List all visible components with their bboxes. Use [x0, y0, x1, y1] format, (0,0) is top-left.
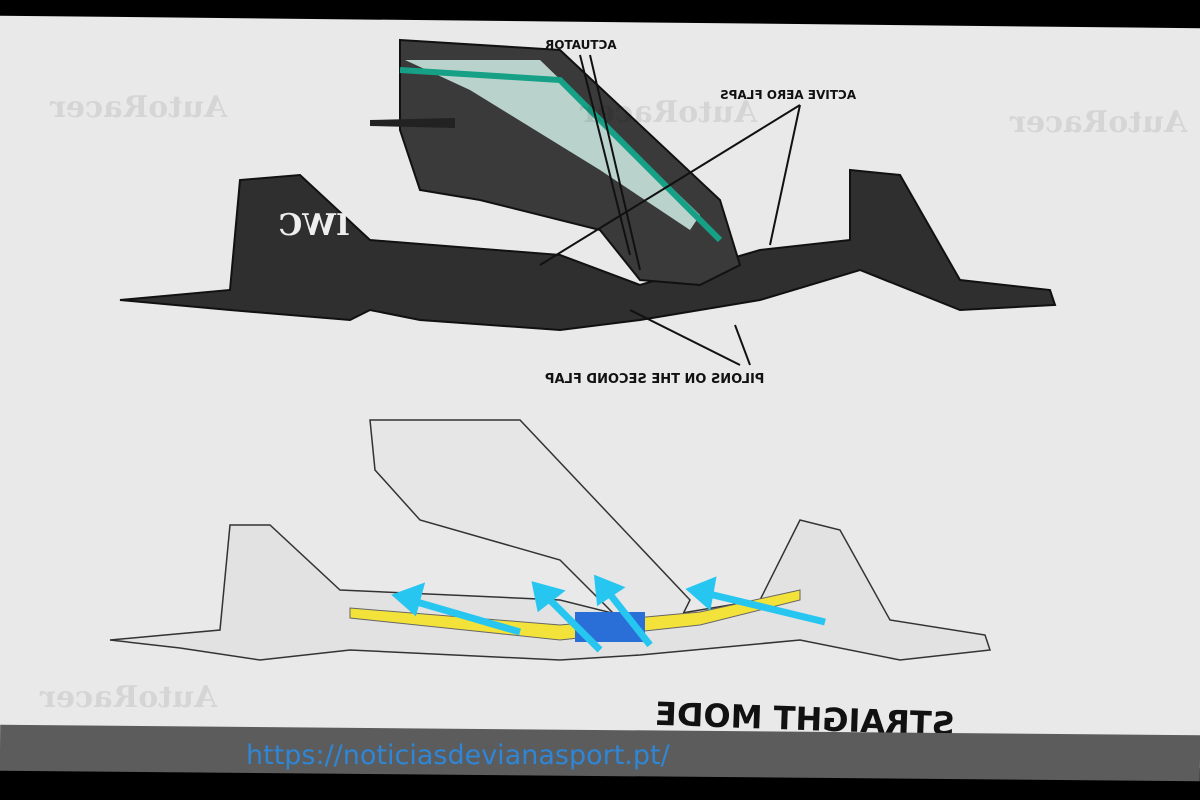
svg-text:IWC: IWC [278, 208, 350, 243]
label-pilons: PILONS ON THE SECOND FLAP [545, 372, 765, 387]
front-wing-bottom-view [109, 419, 992, 661]
watermark-logo: AutoRacer [1010, 105, 1188, 140]
label-actuator: ACTUATOR [545, 38, 617, 52]
airflow-arrows [391, 574, 826, 653]
source-url-link[interactable]: https://noticiasdevianasport.pt/ [246, 740, 670, 771]
watermark-logo: AutoRacer [40, 680, 218, 715]
label-active-aero-flaps: ACTIVE AERO FLAPS [720, 88, 857, 102]
watermark-logo: AutoRacer [50, 90, 228, 125]
label-arrows [539, 54, 801, 366]
